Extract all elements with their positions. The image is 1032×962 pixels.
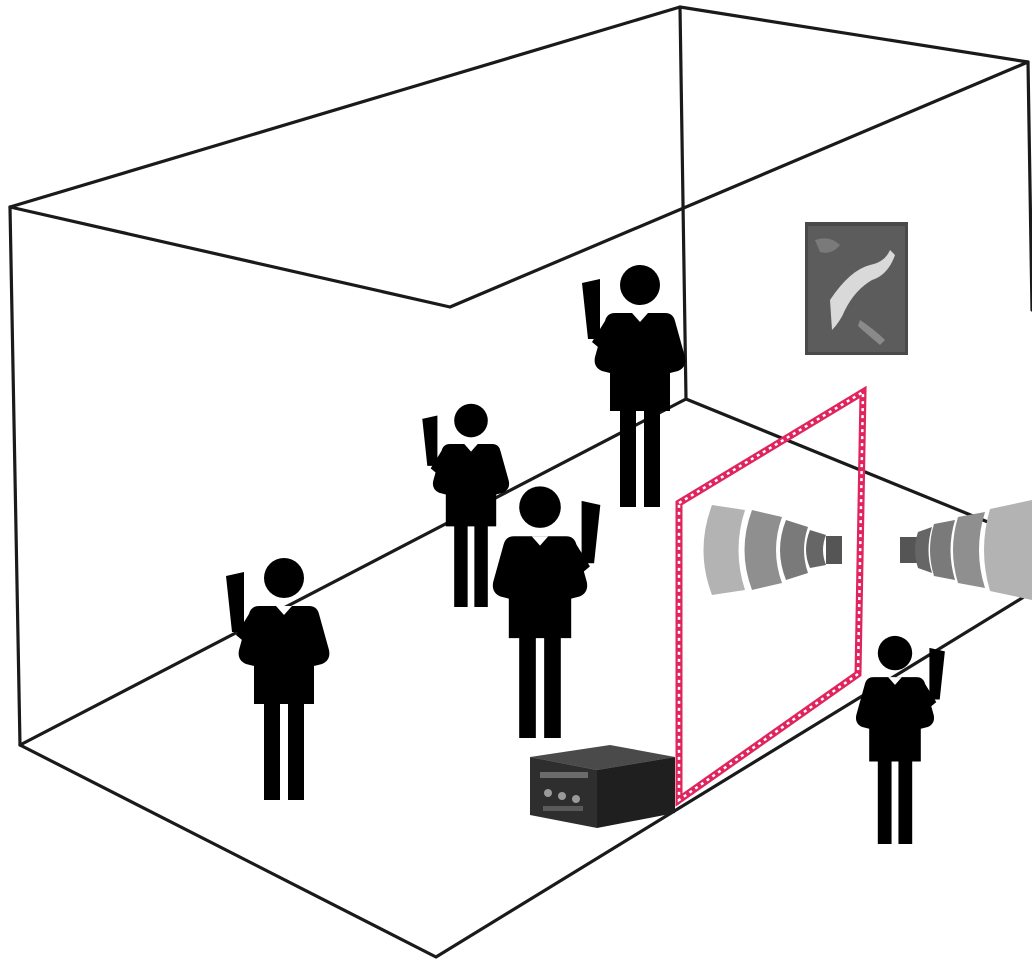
person-with-megaphone-icon: [492, 486, 601, 738]
person-with-megaphone-icon: [855, 635, 945, 844]
sound-wave-icon: [900, 500, 1032, 600]
audio-amplifier-icon: [530, 745, 675, 828]
person-with-megaphone-icon: [582, 265, 686, 507]
zone-frame: [675, 385, 867, 807]
wall-photo-icon: [805, 222, 908, 355]
sound-wave-icon: [703, 505, 842, 595]
person-with-megaphone-icon: [226, 558, 330, 800]
